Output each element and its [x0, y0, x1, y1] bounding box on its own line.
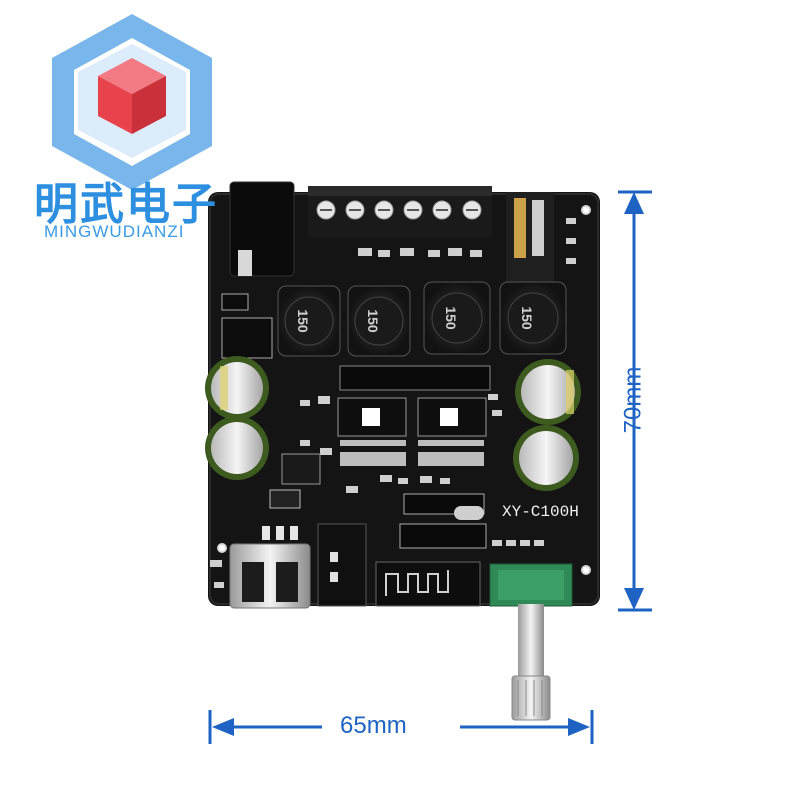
- amplifier-chips: [337, 365, 491, 549]
- height-dimension-label: 70mm: [619, 366, 647, 434]
- board-model-label: XY-C100H: [502, 503, 579, 521]
- volume-potentiometer: [489, 563, 573, 721]
- inductor-labels: 150 150 150 150: [295, 306, 535, 333]
- height-dimension: 70mm: [612, 360, 672, 440]
- aux-jack: [317, 523, 367, 607]
- width-dimension-arrow: [208, 710, 594, 744]
- inductor-4-label: 150: [519, 306, 535, 330]
- inductor-1-label: 150: [295, 309, 311, 333]
- brand-latin-name: MINGWUDIANZI: [44, 222, 185, 241]
- electrolytic-capacitors: [205, 356, 581, 491]
- inductor-3-label: 150: [443, 306, 459, 330]
- bluetooth-antenna: [375, 561, 481, 607]
- dc-power-jack: [229, 181, 295, 277]
- usb-port: [229, 526, 311, 609]
- brand-chinese-name: 明武电子: [34, 179, 218, 230]
- inductor-2-label: 150: [365, 309, 381, 333]
- rectifier-parts: [221, 293, 321, 509]
- inductors: [277, 281, 567, 357]
- headphone-jack: [506, 192, 554, 282]
- width-dimension-label: 65mm: [340, 712, 407, 739]
- speaker-screw-terminal: [308, 186, 492, 238]
- hexagon-cube-logo: [52, 14, 212, 190]
- height-dimension-arrow: [618, 190, 652, 612]
